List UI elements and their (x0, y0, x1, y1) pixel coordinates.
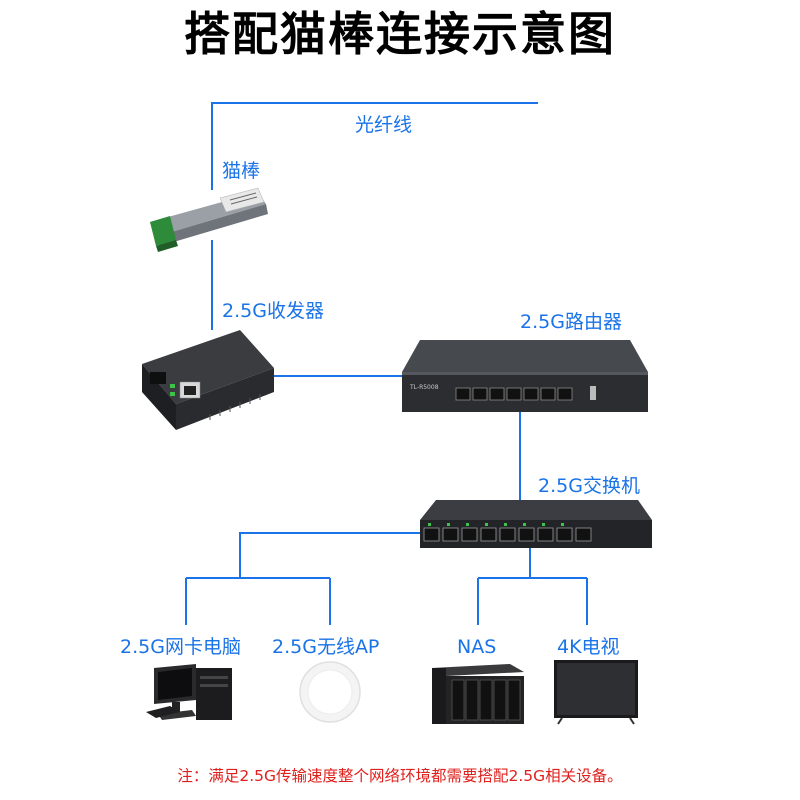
tv-label: 4K电视 (557, 636, 620, 658)
router-image: TL-R5008 (402, 340, 648, 412)
router-label: 2.5G路由器 (520, 311, 622, 333)
footnote: 注：满足2.5G传输速度整个网络环境都需要搭配2.5G相关设备。 (177, 767, 623, 785)
switch-ports (423, 527, 592, 542)
sfp-label: 猫棒 (222, 160, 261, 182)
switch-to-left-branch-line (239, 532, 420, 578)
ap-label: 2.5G无线AP (272, 636, 380, 658)
nas-label: NAS (457, 636, 497, 658)
tv-image (554, 660, 638, 725)
pc-label: 2.5G网卡电脑 (120, 636, 241, 658)
pc-image (146, 664, 232, 720)
nas-image (432, 664, 524, 724)
connection-lines (185, 102, 588, 625)
wireless-ap-image (299, 661, 361, 723)
fiber-label: 光纤线 (355, 114, 413, 136)
router-ports (455, 387, 573, 401)
router-model-text: TL-R5008 (409, 384, 439, 391)
switch-image (420, 500, 652, 548)
switch-label: 2.5G交换机 (538, 475, 640, 497)
transceiver-label: 2.5G收发器 (222, 300, 324, 322)
sfp-module-image (150, 187, 268, 252)
fiber-line (211, 102, 538, 190)
page-title: 搭配猫棒连接示意图 (184, 7, 616, 61)
transceiver-image: 浪潮威视 (142, 330, 274, 430)
